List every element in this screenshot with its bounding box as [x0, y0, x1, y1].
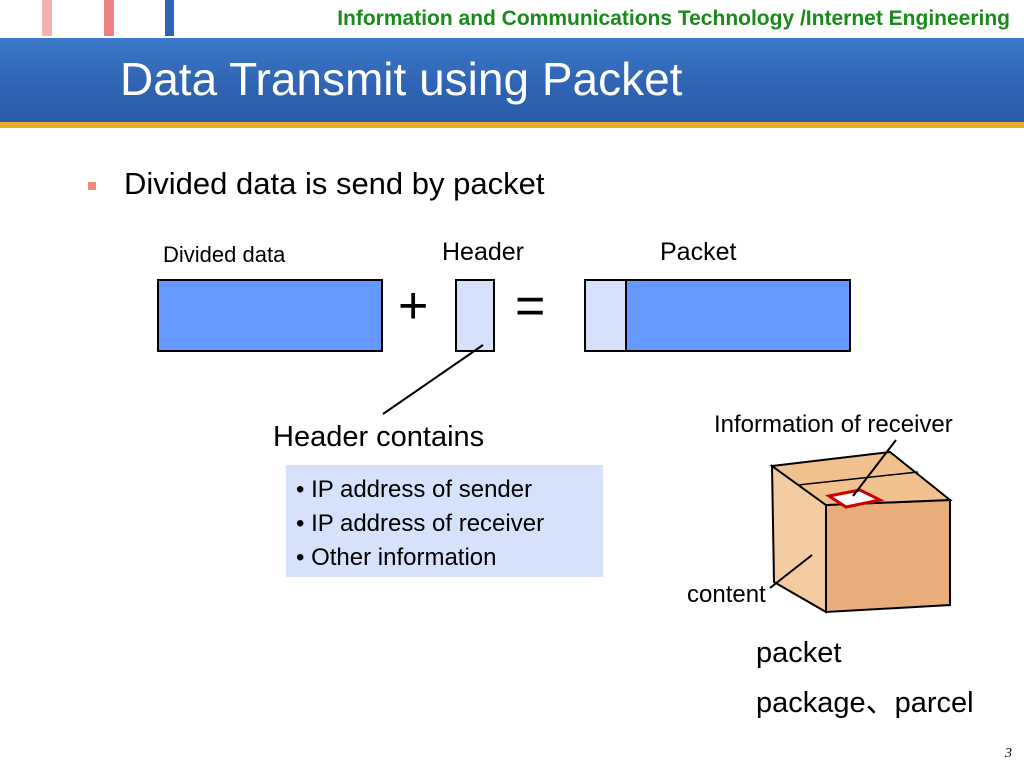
plus-sign: + [398, 277, 429, 335]
parcel-box-illustration [769, 450, 953, 614]
content-pointer-line [769, 554, 813, 589]
receiver-pointer-line [852, 439, 897, 497]
packet-label: Packet [660, 238, 737, 266]
stripe-decoration [104, 0, 114, 36]
title-bar-accent [0, 122, 1024, 128]
parcel-tape-line [797, 471, 919, 486]
packet-word: packet [756, 637, 842, 669]
packet-header-segment [586, 281, 627, 350]
list-item: • IP address of receiver [296, 510, 545, 537]
stripe-decoration [136, 0, 146, 36]
bullet-square-icon [88, 182, 96, 190]
slide-title: Data Transmit using Packet [120, 53, 683, 105]
bullet-text: Divided data is send by packet [124, 166, 545, 201]
course-title: Information and Communications Technolog… [337, 7, 1010, 30]
packet-block [584, 279, 851, 352]
divided-data-label: Divided data [163, 242, 286, 267]
package-word: package、parcel [756, 687, 974, 719]
stripe-decoration [42, 0, 52, 36]
header-pointer-line [382, 344, 484, 415]
list-item: • Other information [296, 544, 497, 571]
header-contents-box: • IP address of sender • IP address of r… [286, 465, 603, 577]
content-label: content [687, 581, 766, 608]
header-contains-label: Header contains [273, 421, 485, 453]
top-band [0, 0, 1024, 38]
title-bar [0, 38, 1024, 126]
list-item: • IP address of sender [296, 476, 533, 503]
equals-sign: = [515, 277, 546, 335]
page-number: 3 [1005, 746, 1012, 761]
stripe-decoration [73, 0, 83, 36]
receiver-label-icon [825, 488, 885, 509]
divided-data-block [157, 279, 383, 352]
header-label: Header [442, 238, 524, 266]
stripe-decoration [165, 0, 174, 36]
info-receiver-label: Information of receiver [714, 411, 953, 438]
parcel-right-face [825, 498, 951, 614]
header-block [455, 279, 495, 352]
